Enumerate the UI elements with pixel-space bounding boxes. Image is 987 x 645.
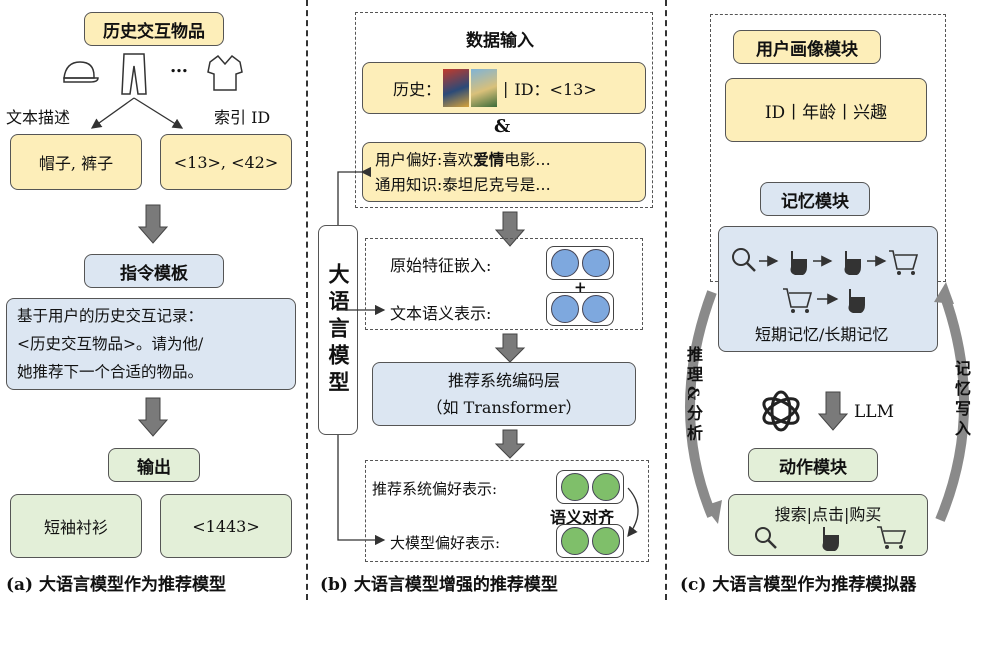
embedding-cell [551,295,579,323]
profile-title-box: 用户画像模块 [733,30,881,64]
panel-b-connectors [337,166,639,546]
raw-feature-label: 原始特征嵌入: [390,256,492,275]
text-semantic-label: 文本语义表示: [390,304,492,323]
history-items-box: 历史交互物品 [84,12,224,46]
ampersand: & [494,116,511,137]
panel-a-lines [90,97,184,129]
action-icons [755,526,907,551]
rec-pref-embedding [556,470,624,504]
panel-c-curves [685,282,969,524]
movie-poster-1 [443,69,470,107]
data-input-frame [355,12,653,208]
plus-sign: + [574,278,587,296]
shirt-icon [207,54,243,91]
down-arrow-b2 [494,333,526,363]
preference-box: 用户偏好:喜欢爱情电影… 通用知识:泰坦尼克号是… [362,142,646,202]
embedding-cell [582,249,610,277]
output-title-box: 输出 [108,448,200,482]
action-box: 搜索|点击|购买 [728,494,928,556]
semantic-align-label: 语义对齐 [550,508,615,527]
separator-a-b [306,0,308,600]
down-arrow-b3 [494,429,526,459]
template-line-2: <历史交互物品>。请为他/ [17,335,204,353]
history-box: 历史： | ID：<13> [362,62,646,114]
pants-icon [121,53,147,95]
encoder-line-1: 推荐系统编码层 [447,371,560,390]
embedding-cell [592,473,620,501]
embedding-cell [582,295,610,323]
text-semantic-embedding [546,292,614,326]
encoder-line-2: （如 Transformer） [426,398,582,417]
output-id-box: <1443> [160,494,292,558]
embedding-cell [551,249,579,277]
embedding-cell [561,473,589,501]
raw-feature-embedding [546,246,614,280]
preference-line: 用户偏好:喜欢爱情电影… [375,149,551,169]
ellipsis: … [170,56,188,77]
llm-text: LLM [854,402,894,422]
memory-label: 短期记忆/长期记忆 [755,325,889,344]
llm-label: 大语言模型 [326,262,351,398]
separator-b-c [665,0,667,600]
cap-icon [63,61,99,83]
openai-logo-icon [762,390,800,432]
caption-b: (b) 大语言模型增强的推荐模型 [320,575,558,595]
rec-encoder-box: 推荐系统编码层 （如 Transformer） [372,362,636,426]
template-line-3: 她推荐下一个合适的物品。 [17,363,204,381]
template-box: 基于用户的历史交互记录： <历史交互物品>。请为他/ 她推荐下一个合适的物品。 [6,298,296,390]
rec-pref-label: 推荐系统偏好表示: [372,480,498,498]
template-line-1: 基于用户的历史交互记录： [17,307,204,325]
caption-a: (a) 大语言模型作为推荐模型 [6,575,227,595]
embedding-cell [592,527,620,555]
memory-flow-row2 [783,288,865,313]
down-arrow-c1 [817,391,849,431]
llm-pref-label: 大模型偏好表示: [390,534,501,552]
reason-label: 推理&分析 [684,346,703,445]
movie-poster-2 [471,69,498,107]
memory-flow-row1 [732,248,919,275]
embedding-cell [561,527,589,555]
memory-box: 短期记忆/长期记忆 [718,226,938,352]
id-items-box: <13>, <42> [160,134,292,190]
knowledge-line: 通用知识:泰坦尼克号是… [375,175,551,194]
text-desc-label: 文本描述 [6,108,71,127]
history-id: ID：<13> [514,80,597,99]
down-arrow-a2 [137,397,169,437]
actions-label: 搜索|点击|购买 [774,505,882,524]
output-text-box: 短袖衬衫 [10,494,142,558]
history-label: 历史： [393,80,442,99]
preference-frame [365,460,649,562]
llm-pref-embedding [556,524,624,558]
data-input-title: 数据输入 [466,31,534,51]
index-id-label: 索引 ID [214,108,271,127]
write-label: 记忆写入 [952,360,971,440]
text-items-box: 帽子, 裤子 [10,134,142,190]
llm-vertical-box: 大语言模型 [318,225,358,435]
template-title-box: 指令模板 [84,254,224,288]
caption-c: (c) 大语言模型作为推荐模拟器 [680,575,917,595]
embedding-frame [365,238,643,330]
action-title-box: 动作模块 [748,448,878,482]
memory-title-box: 记忆模块 [760,182,870,216]
down-arrow-a1 [137,204,169,244]
profile-fields-box: ID丨年龄丨兴趣 [725,78,927,142]
